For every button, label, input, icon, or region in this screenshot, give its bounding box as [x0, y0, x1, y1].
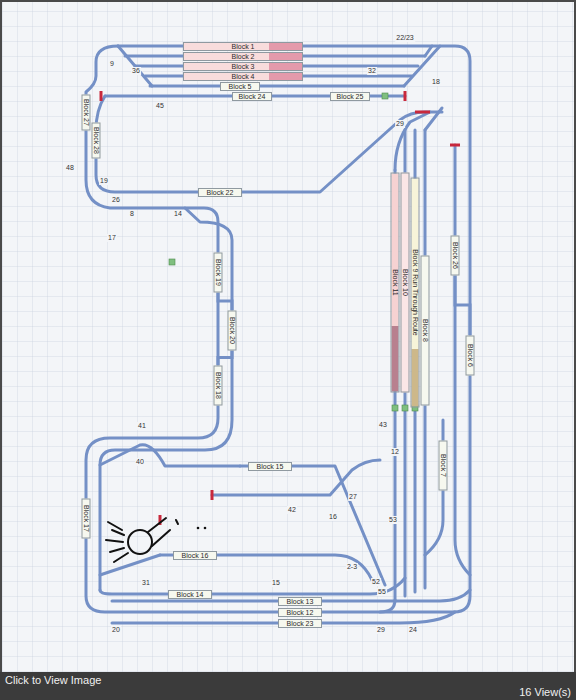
callout-number: 36 [131, 67, 141, 75]
block-label: Block 17 [83, 505, 90, 532]
block-box: Block 8 [421, 255, 430, 405]
callout-number: 53 [388, 516, 398, 524]
block-box: Block 11 [391, 172, 400, 392]
block-box: Block 10 [401, 172, 410, 392]
block-box: Block 2 [183, 52, 303, 61]
callout-number: 8 [129, 210, 135, 218]
callout-number: 26 [111, 196, 121, 204]
block-box: Block 15 [248, 462, 292, 471]
block-box: Block 17 [82, 498, 91, 538]
block-box: Block 16 [173, 551, 217, 560]
callout-number: 18 [431, 78, 441, 86]
callout-number: 55 [377, 588, 387, 596]
block-box: Block 22 [198, 188, 242, 197]
block-label: Block 27 [83, 99, 90, 126]
block-label: Block 25 [337, 93, 364, 100]
block-label: Block 22 [207, 189, 234, 196]
block-box: Block 4 [183, 72, 303, 81]
block-label: Block 24 [239, 93, 266, 100]
footer-text: 16 View(s) [519, 686, 571, 699]
block-label: Block 16 [182, 552, 209, 559]
block-box: Block 20 [228, 310, 237, 350]
callout-number: 2-3 [346, 563, 358, 571]
block-label: Block 14 [177, 591, 204, 598]
callout-number: 12 [390, 448, 400, 456]
block-label: Block 19 [215, 259, 222, 286]
callout-number: 22/23 [395, 34, 415, 42]
block-label: Block 11 [392, 269, 399, 295]
block-box: Block 18 [214, 365, 223, 405]
callout-number: 41 [137, 422, 147, 430]
block-box: Block 27 [82, 94, 91, 130]
block-label: Block 8 [422, 319, 429, 342]
block-box: Block 6 [466, 335, 475, 375]
callout-number: 42 [287, 506, 297, 514]
callout-number: 48 [65, 164, 75, 172]
block-box: Block 14 [168, 590, 212, 599]
block-label: Block 7 [440, 454, 447, 477]
block-box: Block 3 [183, 62, 303, 71]
block-box: Block 23 [278, 619, 322, 628]
block-label: Block 12 [287, 609, 314, 616]
callout-number: 14 [173, 210, 183, 218]
callout-number: 24 [408, 626, 418, 634]
block-label: Block 2 [232, 53, 255, 60]
footer-text: Click to View Image [5, 674, 101, 687]
block-label: Block 10 [402, 269, 409, 296]
callout-number: 16 [328, 513, 338, 521]
callout-number: 31 [141, 579, 151, 587]
block-label: Block 20 [229, 317, 236, 344]
block-box: Block 5 [220, 82, 260, 91]
block-label: Block 4 [232, 73, 255, 80]
block-box: Block 26 [451, 235, 460, 275]
callout-number: 9 [109, 60, 115, 68]
block-box: Block 28 [92, 122, 101, 158]
callout-number: 52 [371, 578, 381, 586]
track-connector [218, 350, 232, 365]
callout-number: 27 [348, 493, 358, 501]
block-box: Block 13 [278, 597, 322, 606]
callout-number: 32 [367, 67, 377, 75]
track-connector [455, 275, 470, 335]
block-label: Block 13 [287, 598, 314, 605]
callout-number: 19 [99, 177, 109, 185]
block-label: Block 15 [257, 463, 284, 470]
block-label: Block 5 [229, 83, 252, 90]
block-box: Block 24 [232, 92, 272, 101]
block-box: Block 1 [183, 42, 303, 51]
block-box: Block 19 [214, 252, 223, 292]
callout-number: 40 [135, 458, 145, 466]
callout-number: 15 [271, 579, 281, 587]
callout-number: 29 [376, 626, 386, 634]
block-label: Block 28 [93, 127, 100, 154]
callout-number: 45 [155, 102, 165, 110]
callout-number: 43 [378, 421, 388, 429]
block-label: Block 23 [287, 620, 314, 627]
block-box: Block 7 [439, 440, 448, 490]
block-label: Block 1 [232, 43, 255, 50]
block-box: Block 25 [330, 92, 370, 101]
block-box: Block 9 Run Through Route [411, 177, 420, 407]
block-label: Block 26 [452, 242, 459, 269]
callout-number: 17 [107, 234, 117, 242]
block-box: Block 12 [278, 608, 322, 617]
block-label: Block 3 [232, 63, 255, 70]
block-label: Block 6 [467, 344, 474, 367]
block-label: Block 18 [215, 372, 222, 399]
track-connector [218, 292, 232, 310]
callout-number: 20 [111, 626, 121, 634]
callout-number: 29 [395, 120, 405, 128]
block-label: Block 9 Run Through Route [412, 249, 419, 335]
